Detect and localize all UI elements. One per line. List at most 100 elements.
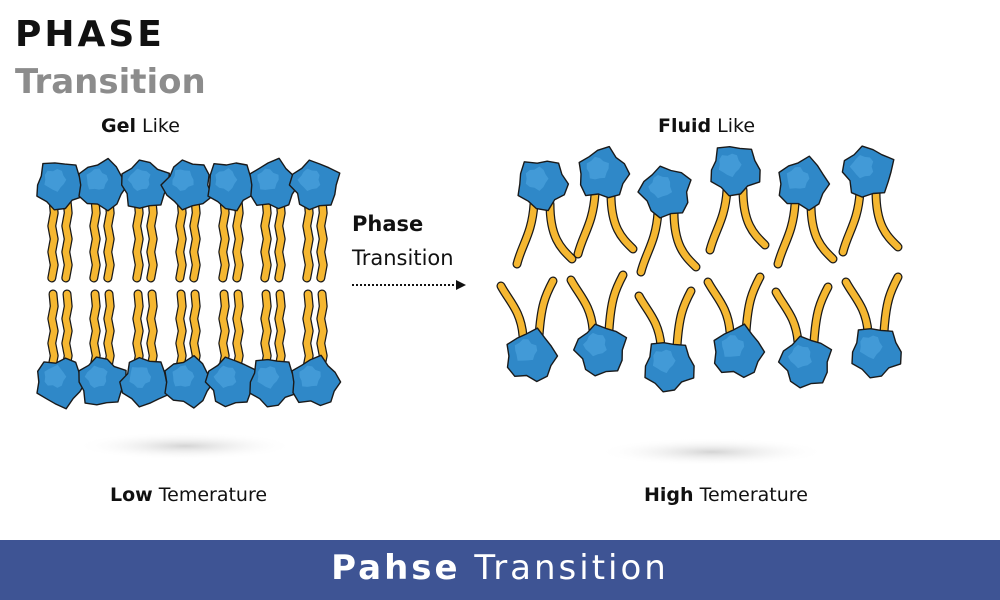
fluid-bottom-tail xyxy=(742,273,764,336)
fluid-top-head-highlight xyxy=(648,175,673,199)
fluid-bottom-tail xyxy=(772,288,802,346)
gel-bottom-head-highlight xyxy=(257,366,280,389)
fluid-bottom-head-highlight xyxy=(652,349,676,374)
high-temperature-label: High Temerature xyxy=(644,484,808,506)
gel-top-head-highlight xyxy=(172,169,194,191)
gel-top-tail xyxy=(147,196,157,282)
gel-top-tail xyxy=(261,196,271,282)
gel-top-head-highlight xyxy=(297,168,321,191)
fluid-top-tail xyxy=(739,186,769,249)
gel-bottom-tail xyxy=(176,290,186,372)
gel-top-tail xyxy=(233,196,243,282)
fluid-top-tail xyxy=(839,188,864,256)
gel-top-tail xyxy=(176,196,186,282)
fluid-top-head-highlight xyxy=(525,166,549,191)
fluid-top-tail xyxy=(513,200,538,268)
gel-label-rest: Like xyxy=(136,115,180,137)
fluid-bottom-tail xyxy=(810,283,832,346)
high-label-bold: High xyxy=(644,484,694,506)
gel-bottom-tail xyxy=(303,290,313,372)
fluid-bottom-tail xyxy=(535,277,557,340)
fluid-shadow xyxy=(597,438,827,466)
gel-bottom-head-highlight xyxy=(299,365,321,387)
gel-bottom-tail xyxy=(48,290,58,372)
fluid-bilayer xyxy=(496,145,903,393)
gel-bottom-tail xyxy=(133,290,143,372)
fluid-top-tail xyxy=(607,190,637,253)
gel-bottom-head-highlight xyxy=(129,367,152,388)
fluid-top-head-highlight xyxy=(718,153,742,178)
fluid-bottom-head-highlight xyxy=(721,335,745,357)
fluid-bottom-tail xyxy=(605,271,627,334)
gel-top-tail xyxy=(90,196,100,282)
gel-top-head-highlight xyxy=(86,168,109,190)
fluid-top-head-highlight xyxy=(586,156,609,180)
low-label-rest: Temerature xyxy=(152,484,268,506)
gel-top-tail xyxy=(275,196,285,282)
fluid-bottom-tail xyxy=(842,278,872,336)
gel-top-tail xyxy=(104,196,114,282)
gel-bottom-tail xyxy=(261,290,271,372)
gel-top-head-highlight xyxy=(127,168,151,191)
gel-bottom-tail xyxy=(190,290,200,372)
fluid-bottom-tail xyxy=(880,273,902,336)
gel-bottom-head-highlight xyxy=(213,365,237,388)
bilayer-diagram xyxy=(36,145,903,466)
gel-shadow xyxy=(75,432,295,460)
fluid-top-head-highlight xyxy=(849,155,874,179)
fluid-bottom-head-highlight xyxy=(788,344,812,369)
gel-bilayer xyxy=(36,157,342,410)
gel-top-tail xyxy=(303,196,313,282)
fluid-top-tail xyxy=(706,186,731,254)
fluid-top-tail xyxy=(807,200,837,263)
gel-bottom-tail xyxy=(317,290,327,372)
footer-rest: Transition xyxy=(460,548,669,588)
gel-top-tail xyxy=(219,196,229,282)
arrow-label-line2: Transition xyxy=(352,246,454,270)
fluid-bottom-tail xyxy=(567,276,597,334)
fluid-top-tail xyxy=(546,200,576,263)
gel-top-tail xyxy=(190,196,200,282)
gel-label-bold: Gel xyxy=(101,115,136,137)
low-label-bold: Low xyxy=(110,484,153,506)
gel-bottom-head-highlight xyxy=(172,365,195,387)
fluid-bottom-tail xyxy=(704,278,734,336)
footer-text: Pahse Transition xyxy=(0,548,1000,588)
high-label-rest: Temerature xyxy=(693,484,808,506)
gel-bottom-tail xyxy=(147,290,157,372)
fluid-label-rest: Like xyxy=(711,115,756,137)
gel-top-head-highlight xyxy=(44,169,67,192)
gel-bottom-tail xyxy=(90,290,100,372)
fluid-bottom-tail xyxy=(635,292,665,350)
gel-top-tail xyxy=(62,196,72,282)
arrow-label: Phase Transition xyxy=(352,207,454,275)
footer-bold: Pahse xyxy=(331,548,461,588)
gel-bottom-tail xyxy=(62,290,72,372)
fluid-top-head-highlight xyxy=(786,167,810,189)
fluid-label-bold: Fluid xyxy=(658,115,712,137)
fluid-top-tail xyxy=(574,190,599,258)
gel-top-head-highlight xyxy=(257,168,279,190)
fluid-bottom-tail xyxy=(497,282,527,340)
gel-top-tail xyxy=(48,196,58,282)
low-temperature-label: Low Temerature xyxy=(110,484,267,506)
gel-like-label: Gel Like xyxy=(101,115,180,137)
gel-bottom-head-highlight xyxy=(44,364,67,388)
fluid-bottom-head-highlight xyxy=(514,339,538,361)
fluid-bottom-tail xyxy=(673,287,695,350)
fluid-bottom-head-highlight xyxy=(583,332,607,357)
gel-top-head-highlight xyxy=(215,168,238,192)
gel-top-tail xyxy=(317,196,327,282)
page-title: PHASE xyxy=(15,14,165,55)
gel-bottom-tail xyxy=(233,290,243,372)
fluid-top-tail xyxy=(670,208,700,271)
fluid-top-tail xyxy=(872,188,902,251)
gel-bottom-tail xyxy=(219,290,229,372)
footer-banner: Pahse Transition xyxy=(0,540,1000,600)
fluid-bottom-head-highlight xyxy=(859,335,883,360)
page-subtitle: Transition xyxy=(15,62,206,102)
arrow-label-line1: Phase xyxy=(352,212,424,236)
gel-bottom-head-highlight xyxy=(84,365,108,388)
fluid-top-tail xyxy=(637,208,662,276)
gel-top-tail xyxy=(133,196,143,282)
